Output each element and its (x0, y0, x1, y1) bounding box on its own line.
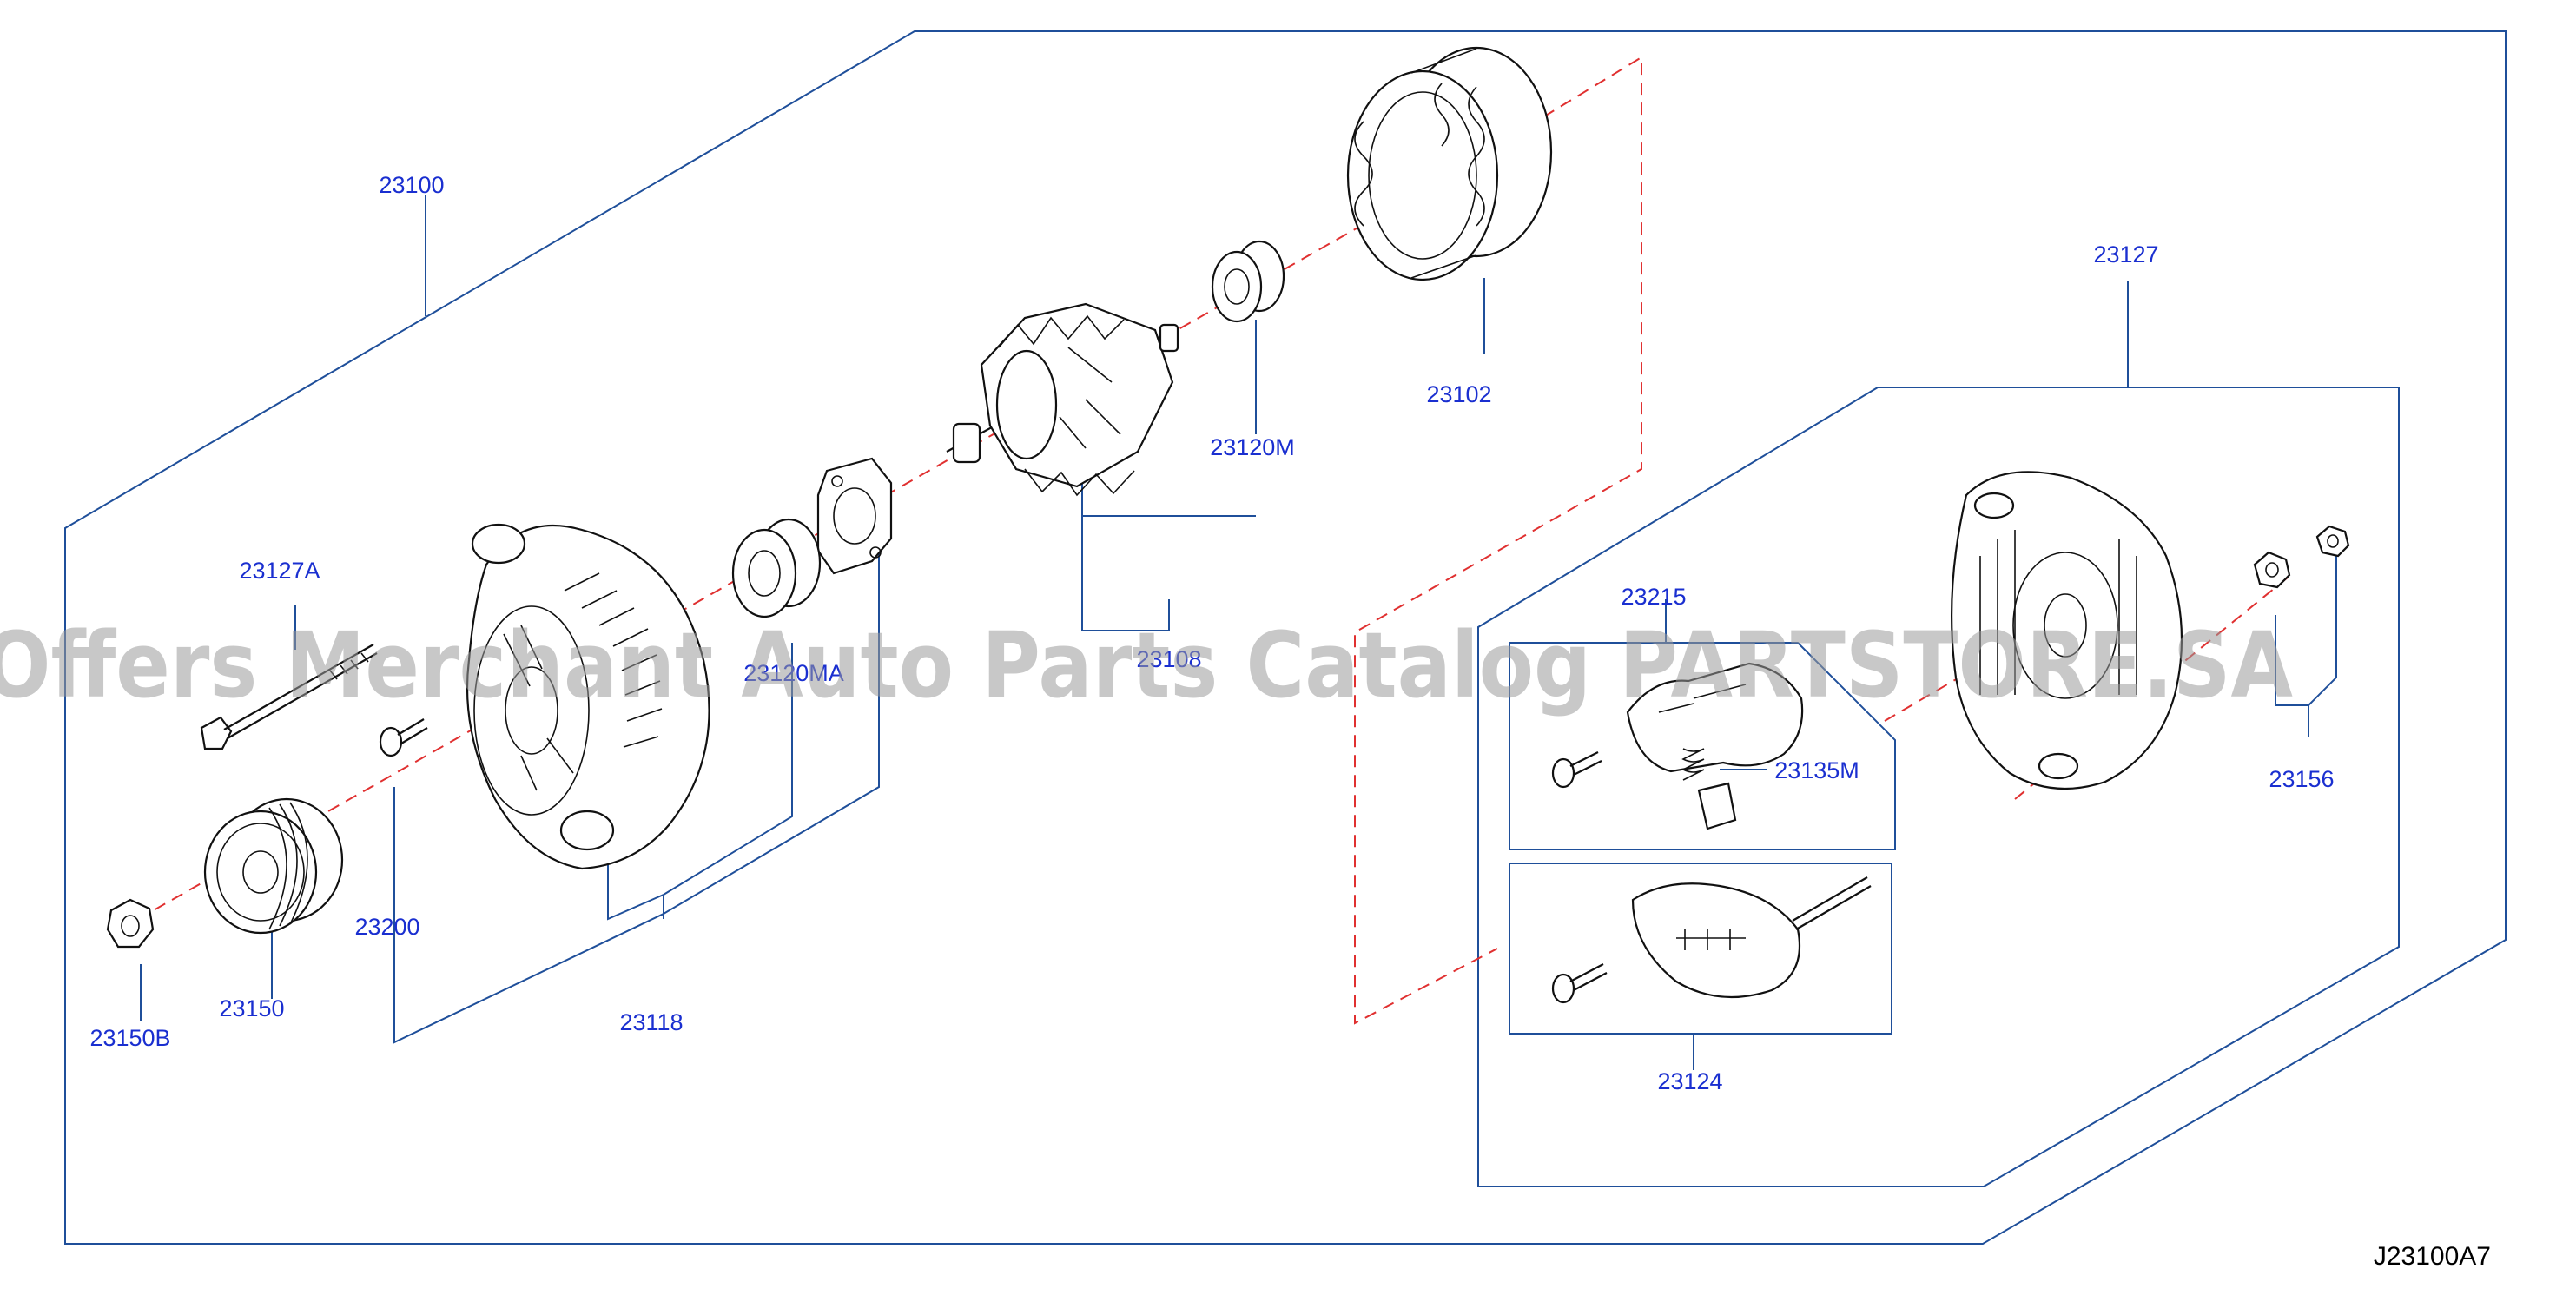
callout-23120MA[interactable]: 23120MA (743, 660, 844, 686)
rotor-23108 (946, 302, 1179, 497)
nut-23150B (106, 898, 155, 949)
watermark-text: Offers Merchant Auto Parts Catalog PARTS… (0, 612, 2293, 718)
stator-23102 (1346, 46, 1553, 281)
callout-23118[interactable]: 23118 (619, 1009, 683, 1035)
callout-23135M[interactable]: 23135M (1774, 757, 1859, 783)
brush-23135M (1681, 748, 1737, 830)
leader-lines (140, 195, 2337, 1070)
pulley-23150 (203, 797, 344, 935)
subframe-23124 (1509, 863, 1892, 1035)
front-housing-23118 (466, 523, 710, 870)
brush-holder-23124 (1551, 876, 1872, 1004)
callout-23156[interactable]: 23156 (2269, 766, 2334, 792)
rear-housing-23127 (1951, 471, 2183, 790)
diagram-code: J23100A7 (2374, 1242, 2491, 1271)
callout-23102[interactable]: 23102 (1426, 381, 1491, 407)
assembly-frame-23127 (1477, 387, 2400, 1187)
callout-23150B[interactable]: 23150B (89, 1025, 170, 1051)
callout-23127A[interactable]: 23127A (239, 558, 320, 584)
screw-23200 (379, 718, 428, 757)
subframe-23215 (1509, 642, 1896, 850)
bearing-retainer-plate (816, 457, 893, 575)
rear-bearing-23120M (1211, 240, 1285, 323)
callout-23150[interactable]: 23150 (219, 995, 284, 1021)
callout-23100[interactable]: 23100 (379, 172, 444, 198)
callout-23108[interactable]: 23108 (1136, 646, 1201, 672)
regulator-23215 (1551, 662, 1804, 789)
nut-23156 (2253, 525, 2350, 589)
callout-23120M[interactable]: 23120M (1210, 434, 1295, 460)
callout-23124[interactable]: 23124 (1657, 1068, 1722, 1094)
through-bolt-23127A (200, 644, 378, 750)
callout-23200[interactable]: 23200 (354, 914, 419, 940)
callout-23215[interactable]: 23215 (1621, 584, 1686, 610)
assembly-frame-23100 (64, 30, 2507, 1245)
callout-23127[interactable]: 23127 (2093, 241, 2158, 268)
front-bearing-23120MA (731, 518, 822, 618)
